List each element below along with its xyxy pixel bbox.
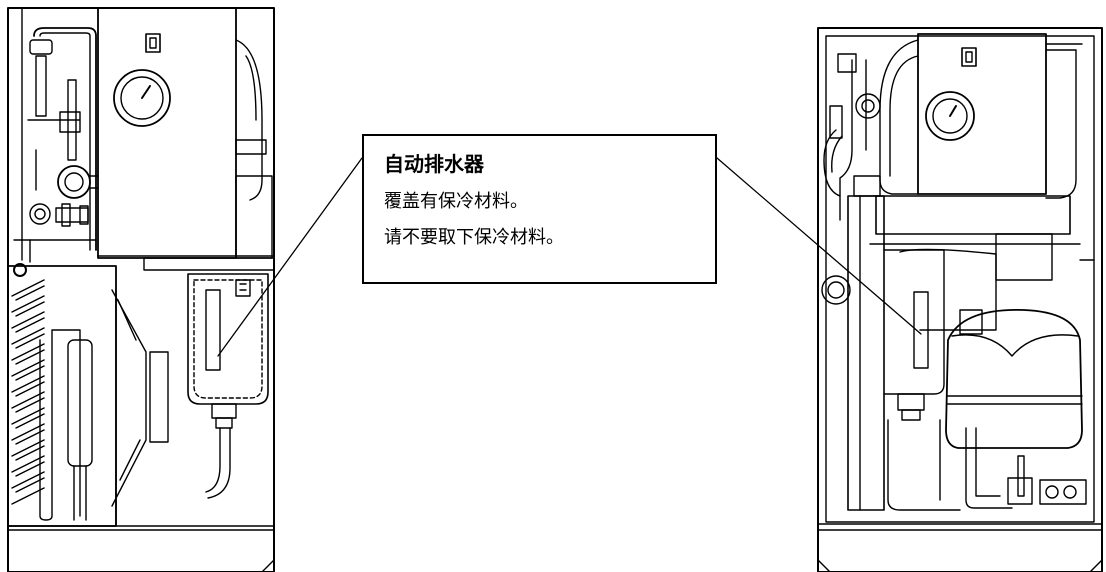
callout-title: 自动排水器: [384, 152, 484, 176]
pressure-gauge-icon: [113, 69, 171, 127]
callout-line-1: 覆盖有保冷材料。: [384, 191, 528, 212]
left-unit: [7, 7, 275, 572]
auto-drain-callout: 自动排水器 覆盖有保冷材料。 请不要取下保冷材料。: [362, 134, 717, 284]
left-control-box: [97, 7, 237, 259]
right-unit: [817, 27, 1103, 572]
right-cabinet: [817, 27, 1103, 572]
fan-icon: [111, 289, 169, 527]
left-auto-drain: [187, 273, 269, 499]
left-cabinet: [7, 7, 275, 572]
pressure-gauge-icon: [925, 91, 975, 141]
switch-icon: [145, 33, 161, 53]
condenser: [7, 265, 117, 527]
right-auto-drain: [883, 249, 945, 421]
leader-lines: [217, 157, 922, 357]
switch-icon: [961, 47, 977, 67]
right-control-box: [917, 33, 1047, 195]
callout-line-2: 请不要取下保冷材料。: [384, 227, 564, 248]
condenser-fins: [11, 279, 45, 505]
compressor: [945, 309, 1087, 509]
